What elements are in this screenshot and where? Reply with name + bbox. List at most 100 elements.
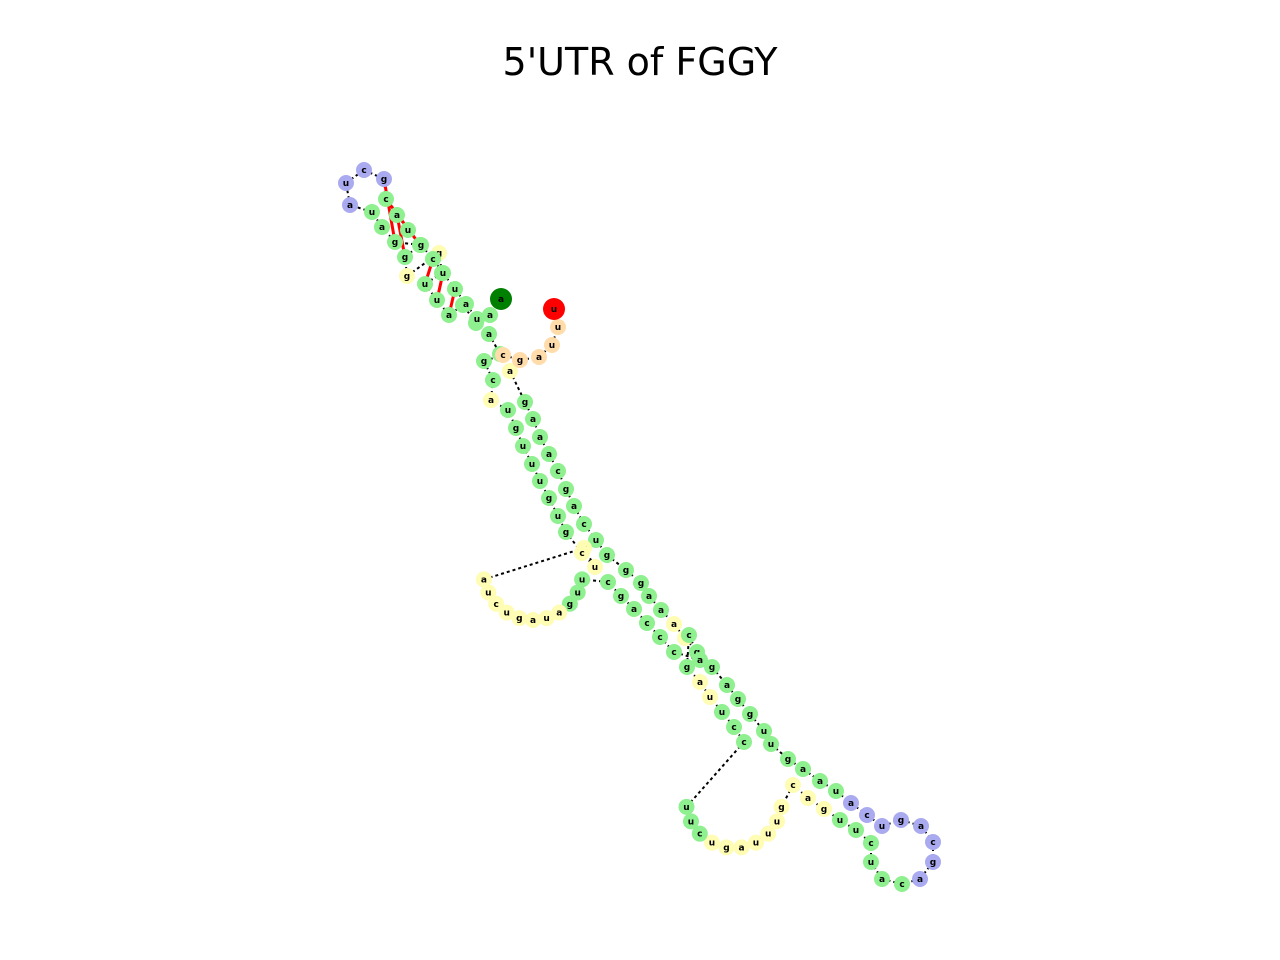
nucleotide-loop	[587, 559, 603, 575]
nucleotide-loop	[511, 610, 528, 627]
nucleotide-label: a	[379, 223, 385, 233]
nucleotide-label: g	[516, 614, 522, 624]
nucleotide-loop	[480, 584, 497, 601]
nucleotide-label: g	[930, 858, 936, 868]
nucleotide-label: c	[490, 376, 495, 386]
nucleotide-label: a	[800, 765, 806, 775]
nucleotide-stem	[692, 652, 708, 668]
nucleotide-loop	[704, 834, 721, 851]
nucleotide-label: u	[753, 839, 759, 849]
nucleotide-unpaired-end	[512, 352, 528, 368]
nucleotide-label: g	[898, 816, 904, 826]
nucleotide-label: c	[555, 467, 560, 477]
nucleotide-label: u	[868, 858, 874, 868]
nucleotide-stem	[679, 659, 695, 675]
nucleotide-label: u	[765, 830, 771, 840]
nucleotide-label: c	[899, 880, 904, 890]
nucleotide-label: c	[605, 578, 610, 588]
nucleotide-label: g	[618, 592, 624, 602]
nucleotide-loop	[760, 825, 777, 842]
nucleotide-label: u	[768, 740, 774, 750]
nucleotide-label: a	[848, 799, 854, 809]
nucleotide-label: a	[546, 450, 552, 460]
nucleotide-label: a	[571, 502, 577, 512]
nucleotide-label: a	[697, 678, 703, 688]
nucleotide-label: a	[879, 875, 885, 885]
nucleotide-label: a	[817, 777, 823, 787]
nucleotide-stem	[500, 402, 516, 418]
nucleotide-stem	[413, 237, 429, 253]
nucleotide-loop	[747, 834, 764, 851]
nucleotide-label: a	[724, 681, 730, 691]
nucleotide-label: u	[574, 588, 580, 598]
nucleotide-loop	[785, 777, 801, 793]
nucleotide-stem	[763, 736, 779, 752]
nucleotide-loop	[498, 604, 515, 621]
nucleotide-stem	[550, 463, 566, 479]
nucleotide-label: u	[343, 179, 349, 189]
nucleotide-loop	[702, 689, 718, 705]
nucleotide-stem	[574, 571, 591, 588]
nucleotide-stem	[558, 524, 574, 540]
nucleotide-label: a	[537, 433, 543, 443]
nucleotide-loop	[718, 839, 735, 856]
nucleotide-loop	[551, 604, 568, 621]
nucleotide-stem	[719, 677, 735, 693]
nucleotide-hairpin	[859, 807, 875, 823]
nucleotide-stem	[541, 446, 557, 462]
nucleotide-label: g	[684, 663, 690, 673]
nucleotide-unpaired-end	[495, 347, 511, 363]
nucleotide-loop	[769, 813, 786, 830]
nucleotide-three-prime	[543, 298, 565, 320]
nucleotide-label: a	[488, 396, 494, 406]
nucleotide-stem	[780, 751, 796, 767]
nucleotide-label: c	[731, 723, 736, 733]
nucleotide-stem	[600, 574, 616, 590]
nucleotide-hairpin	[893, 812, 909, 828]
nucleotide-stem	[476, 353, 492, 369]
nucleotide-label: a	[394, 211, 400, 221]
nucleotide-label: a	[486, 330, 492, 340]
nucleotide-label: u	[593, 536, 599, 546]
nucleotide-stem	[447, 281, 463, 297]
nucleotide-stem	[730, 691, 746, 707]
nucleotide-stem	[682, 813, 699, 830]
nucleotide-label: u	[719, 708, 725, 718]
nucleotide-stem	[652, 629, 668, 645]
nucleotide-stem	[561, 595, 578, 612]
nucleotide-label: u	[434, 296, 440, 306]
nucleotide-loop	[525, 612, 541, 628]
nucleotide-label: c	[383, 195, 388, 205]
nucleotide-label: u	[474, 315, 480, 325]
nucleotide-stem	[726, 719, 742, 735]
nucleotide-label: g	[563, 485, 569, 495]
nucleotide-hairpin	[376, 171, 392, 187]
nucleotide-label: g	[522, 398, 528, 408]
nucleotide-stem	[613, 588, 629, 604]
nucleotide-label: g	[785, 755, 791, 765]
nucleotide-label: u	[761, 727, 767, 737]
nucleotide-label: a	[530, 415, 536, 425]
nucleotide-stem	[515, 438, 531, 454]
nucleotide-stem	[469, 311, 485, 327]
nucleotide-label: c	[930, 838, 935, 848]
nucleotide-stem	[558, 481, 574, 497]
nucleotide-stem	[863, 835, 879, 851]
nucleotide-label: g	[392, 238, 398, 248]
nucleotide-loop	[666, 616, 682, 632]
nucleotide-stem	[429, 292, 445, 308]
backbone-segment	[673, 651, 701, 661]
nucleotide-label: u	[879, 822, 885, 832]
nucleotide-loop	[475, 571, 492, 588]
nucleotide-label: g	[821, 805, 827, 815]
nucleotide-label: a	[739, 843, 745, 853]
nucleotide-label: u	[369, 208, 375, 218]
nucleotide-label: u	[837, 816, 843, 826]
nucleotide-label: u	[440, 269, 446, 279]
nucleotide-stem	[425, 251, 441, 267]
nucleotide-hairpin	[342, 197, 358, 213]
nucleotide-label: g	[567, 600, 573, 610]
nucleotide-stem	[397, 249, 413, 265]
backbone-segment	[483, 547, 585, 581]
